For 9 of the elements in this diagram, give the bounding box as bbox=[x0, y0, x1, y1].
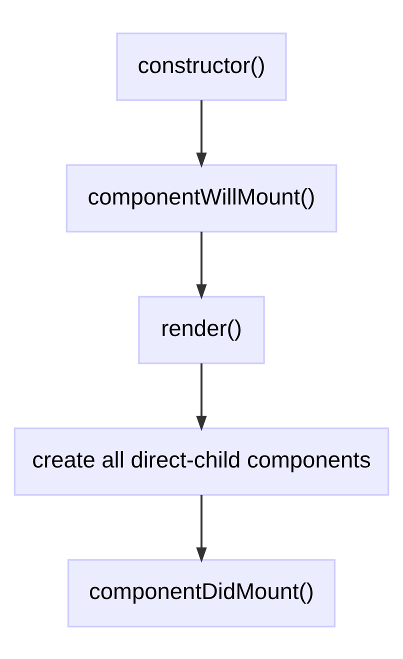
arrow bbox=[196, 362, 207, 431]
node-box: componentDidMount() bbox=[67, 558, 336, 627]
node-box: componentWillMount() bbox=[66, 164, 338, 232]
node-box: render() bbox=[138, 295, 265, 364]
node-box: create all direct-child components bbox=[14, 426, 390, 496]
arrow bbox=[196, 100, 207, 168]
arrow bbox=[196, 231, 207, 300]
arrow bbox=[196, 494, 207, 562]
node-box: constructor() bbox=[116, 32, 287, 100]
